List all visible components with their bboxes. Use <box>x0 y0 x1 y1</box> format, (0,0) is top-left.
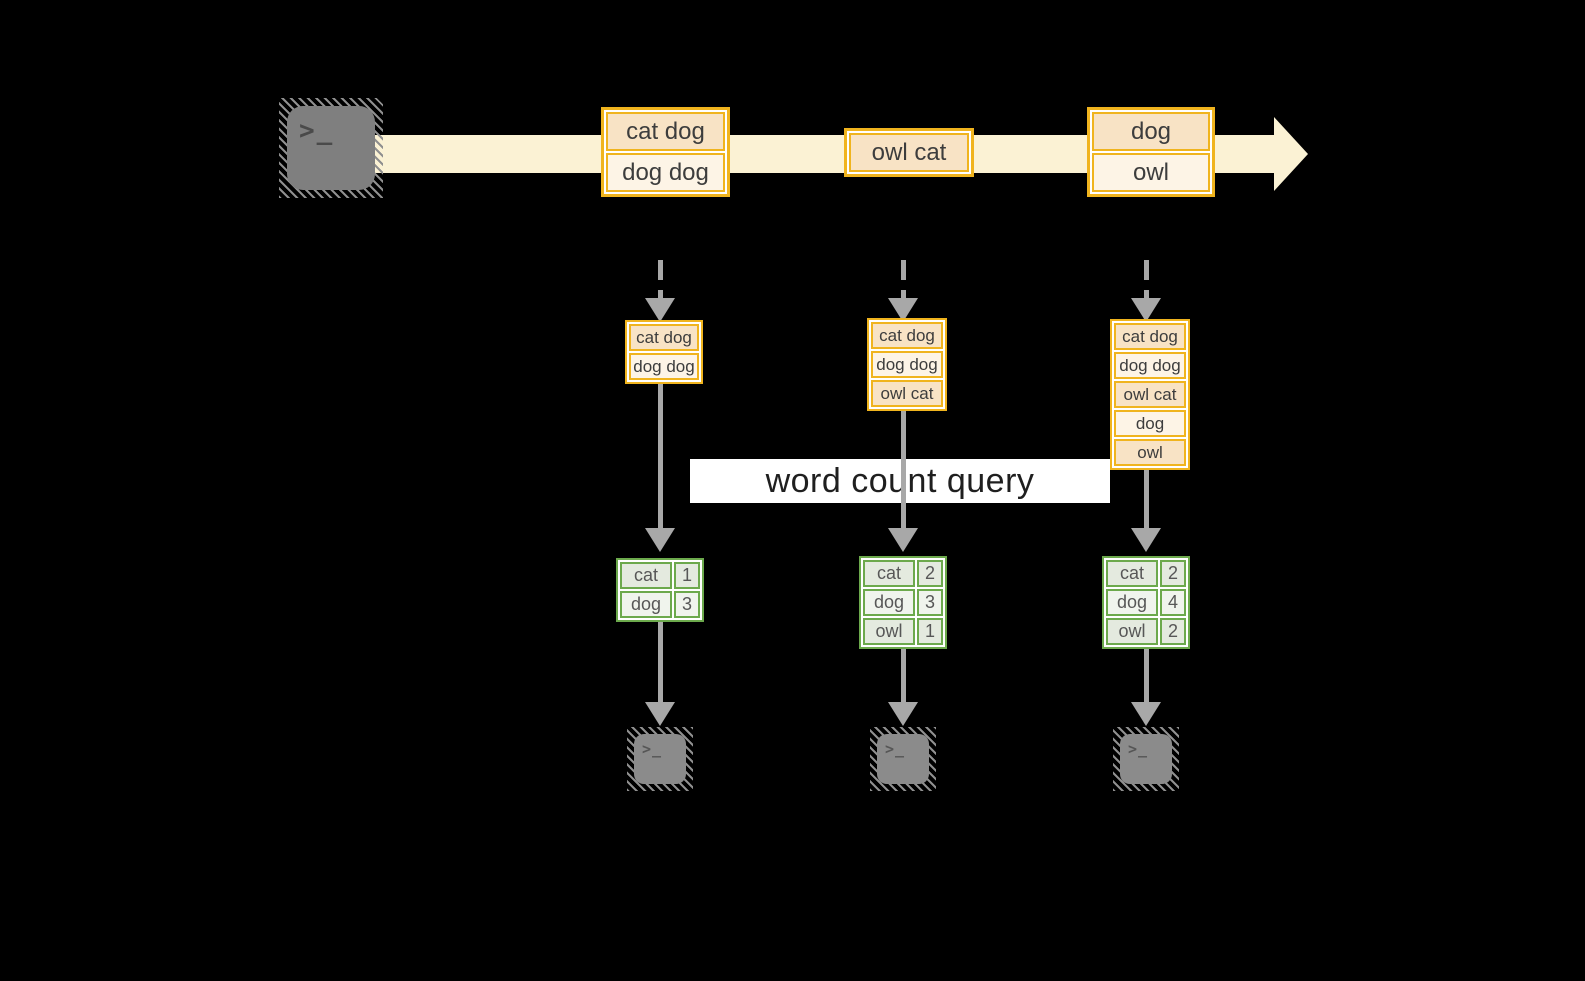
stream-batch-3: dog owl <box>1087 107 1215 197</box>
count-value: 1 <box>917 618 943 645</box>
count-word: cat <box>1106 560 1158 587</box>
count-word: owl <box>863 618 915 645</box>
accumulated-record: owl cat <box>1114 381 1186 408</box>
stream-record: cat dog <box>606 112 725 151</box>
output-arrow-shaft <box>1144 649 1149 704</box>
stream-record: owl <box>1092 153 1210 192</box>
sink-terminal-icon: >_ <box>1113 727 1179 791</box>
count-table-2: cat 2 dog 3 owl 1 <box>859 556 947 649</box>
stream-record: owl cat <box>849 133 969 172</box>
accumulated-record: dog <box>1114 410 1186 437</box>
terminal-prompt-glyph: >_ <box>299 116 335 146</box>
query-arrowhead-icon <box>1131 528 1161 552</box>
accumulated-record: owl <box>1114 439 1186 466</box>
source-terminal-icon: >_ <box>279 98 383 198</box>
count-value: 2 <box>917 560 943 587</box>
count-value: 3 <box>674 591 700 618</box>
ingest-arrow-shaft <box>658 260 663 300</box>
count-value: 3 <box>917 589 943 616</box>
count-row: cat 2 <box>863 560 943 587</box>
output-arrowhead-icon <box>888 702 918 726</box>
sink-terminal-icon: >_ <box>870 727 936 791</box>
count-row: owl 1 <box>863 618 943 645</box>
terminal-screen: >_ <box>877 734 929 784</box>
terminal-prompt-glyph: >_ <box>885 740 906 758</box>
count-word: dog <box>1106 589 1158 616</box>
count-table-3: cat 2 dog 4 owl 2 <box>1102 556 1190 649</box>
stream-batch-1: cat dog dog dog <box>601 107 730 197</box>
count-word: cat <box>620 562 672 589</box>
query-arrowhead-icon <box>888 528 918 552</box>
accumulated-record: cat dog <box>871 322 943 349</box>
count-value: 2 <box>1160 560 1186 587</box>
count-row: cat 1 <box>620 562 700 589</box>
stream-record: dog <box>1092 112 1210 151</box>
ingest-arrow-shaft <box>1144 260 1149 300</box>
query-label: word count query <box>765 461 1035 500</box>
count-row: dog 4 <box>1106 589 1186 616</box>
accumulated-record: dog dog <box>629 353 699 380</box>
stream-arrowhead-icon <box>1274 117 1308 191</box>
accumulated-records-1: cat dog dog dog <box>625 320 703 384</box>
count-word: owl <box>1106 618 1158 645</box>
stream-batch-2: owl cat <box>844 128 974 177</box>
accumulated-record: dog dog <box>871 351 943 378</box>
count-value: 2 <box>1160 618 1186 645</box>
terminal-prompt-glyph: >_ <box>1128 740 1149 758</box>
count-word: dog <box>620 591 672 618</box>
query-label-band: word count query <box>690 459 1110 503</box>
count-value: 4 <box>1160 589 1186 616</box>
accumulated-record: owl cat <box>871 380 943 407</box>
output-arrow-shaft <box>901 649 906 704</box>
count-row: cat 2 <box>1106 560 1186 587</box>
sink-terminal-icon: >_ <box>627 727 693 791</box>
terminal-screen: >_ <box>287 106 375 190</box>
count-row: dog 3 <box>863 589 943 616</box>
output-arrowhead-icon <box>1131 702 1161 726</box>
query-arrowhead-icon <box>645 528 675 552</box>
ingest-arrowhead-icon <box>1131 298 1161 322</box>
terminal-screen: >_ <box>634 734 686 784</box>
query-arrow-shaft <box>901 411 906 530</box>
accumulated-record: dog dog <box>1114 352 1186 379</box>
count-row: dog 3 <box>620 591 700 618</box>
accumulated-records-2: cat dog dog dog owl cat <box>867 318 947 411</box>
count-value: 1 <box>674 562 700 589</box>
ingest-arrowhead-icon <box>645 298 675 322</box>
ingest-arrow-shaft <box>901 260 906 300</box>
count-word: dog <box>863 589 915 616</box>
count-table-1: cat 1 dog 3 <box>616 558 704 622</box>
query-arrow-shaft <box>658 384 663 530</box>
accumulated-record: cat dog <box>629 324 699 351</box>
output-arrow-shaft <box>658 622 663 704</box>
count-row: owl 2 <box>1106 618 1186 645</box>
query-arrow-shaft <box>1144 470 1149 530</box>
stream-record: dog dog <box>606 153 725 192</box>
terminal-prompt-glyph: >_ <box>642 740 663 758</box>
output-arrowhead-icon <box>645 702 675 726</box>
accumulated-record: cat dog <box>1114 323 1186 350</box>
accumulated-records-3: cat dog dog dog owl cat dog owl <box>1110 319 1190 470</box>
count-word: cat <box>863 560 915 587</box>
terminal-screen: >_ <box>1120 734 1172 784</box>
